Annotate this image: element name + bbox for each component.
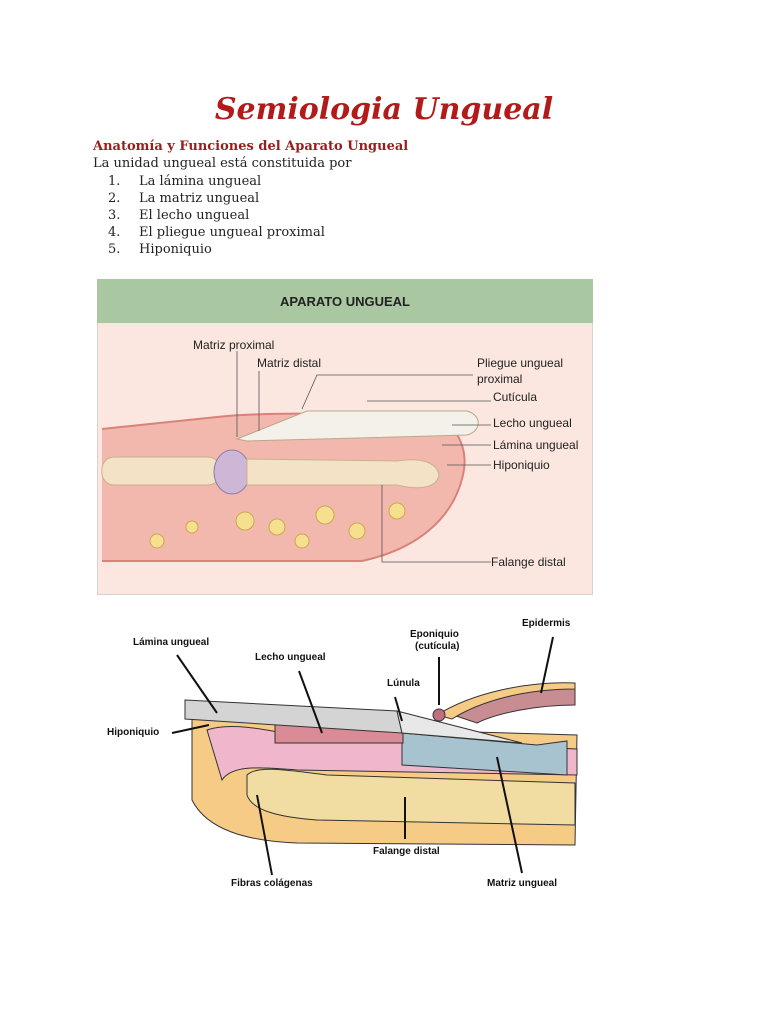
label-pliegue-line1: Pliegue ungueal: [477, 356, 563, 370]
figure-header-title: APARATO UNGUEAL: [280, 294, 410, 309]
label-epidermis: Epidermis: [522, 618, 571, 629]
joint: [213, 449, 251, 495]
label-falange-distal: Falange distal: [373, 846, 440, 857]
label-lecho-ungueal: Lecho ungueal: [493, 416, 572, 430]
lunula-region: [396, 710, 523, 744]
label-hiponiquio: Hiponiquio: [107, 727, 159, 738]
label-eponiquio: Eponiquio: [410, 629, 459, 640]
nail-matrix: [401, 732, 568, 776]
middle-phalanx: [101, 456, 221, 486]
nail-plate: [235, 410, 479, 442]
label-cuticula: (cutícula): [415, 641, 459, 652]
list-text: La lámina ungueal: [139, 174, 262, 189]
nail-apparatus-figure: APARATO UNGUEAL Matriz proximal Matriz d…: [97, 279, 593, 595]
label-arrows: [171, 636, 554, 876]
list-text: Hiponiquio: [139, 242, 212, 257]
list-item: 3. El lecho ungueal: [108, 207, 325, 224]
label-fibras-colagenas: Fibras colágenas: [231, 878, 313, 889]
list-number: 2.: [108, 191, 121, 206]
component-list: 1.La lámina ungueal 2.La matriz ungueal …: [108, 173, 325, 258]
nail-schematic-figure: Lámina ungueal Lecho ungueal Eponiquio (…: [107, 618, 578, 889]
epidermis-top: [435, 682, 576, 720]
label-pliegue-line2: proximal: [477, 372, 522, 386]
list-item: 2. La matriz ungueal: [108, 190, 325, 207]
label-matriz-distal: Matriz distal: [257, 356, 321, 370]
label-lamina-ungueal: Lámina ungueal: [493, 438, 578, 452]
list-number: 1.: [108, 174, 121, 189]
list-number: 5.: [108, 242, 121, 257]
label-matriz-ungueal: Matriz ungueal: [487, 878, 557, 889]
label-lunula: Lúnula: [387, 678, 420, 689]
label-lecho-ungueal: Lecho ungueal: [255, 652, 326, 663]
list-text: El lecho ungueal: [139, 208, 250, 223]
label-matriz-proximal: Matriz proximal: [193, 338, 274, 352]
list-text: El pliegue ungueal proximal: [139, 225, 325, 240]
intro-text: La unidad ungueal está constituida por: [93, 156, 352, 171]
list-text: La matriz ungueal: [139, 191, 260, 206]
leader-lines: [236, 351, 491, 563]
list-item: 5. Hiponiquio: [108, 241, 325, 258]
page-title: Semiologia Ungueal: [214, 92, 554, 127]
figure-header-bg: [97, 279, 593, 323]
list-item: 1. La lámina ungueal: [108, 173, 325, 190]
eponychium-dot: [432, 708, 446, 722]
list-number: 3.: [108, 208, 121, 223]
label-falange-distal: Falange distal: [491, 555, 566, 569]
label-cuticula: Cutícula: [493, 390, 537, 404]
distal-phalanx: [246, 458, 440, 489]
label-lamina-ungueal: Lámina ungueal: [133, 637, 209, 648]
section-heading: Anatomía y Funciones del Aparato Ungueal: [93, 139, 409, 154]
list-item: 4. El pliegue ungueal proximal: [108, 224, 325, 241]
skin-outline: [101, 412, 466, 562]
distal-phalanx-bone: [246, 768, 576, 826]
label-hiponiquio: Hiponiquio: [493, 458, 550, 472]
fat-lobules: [149, 502, 406, 549]
list-number: 4.: [108, 225, 121, 240]
